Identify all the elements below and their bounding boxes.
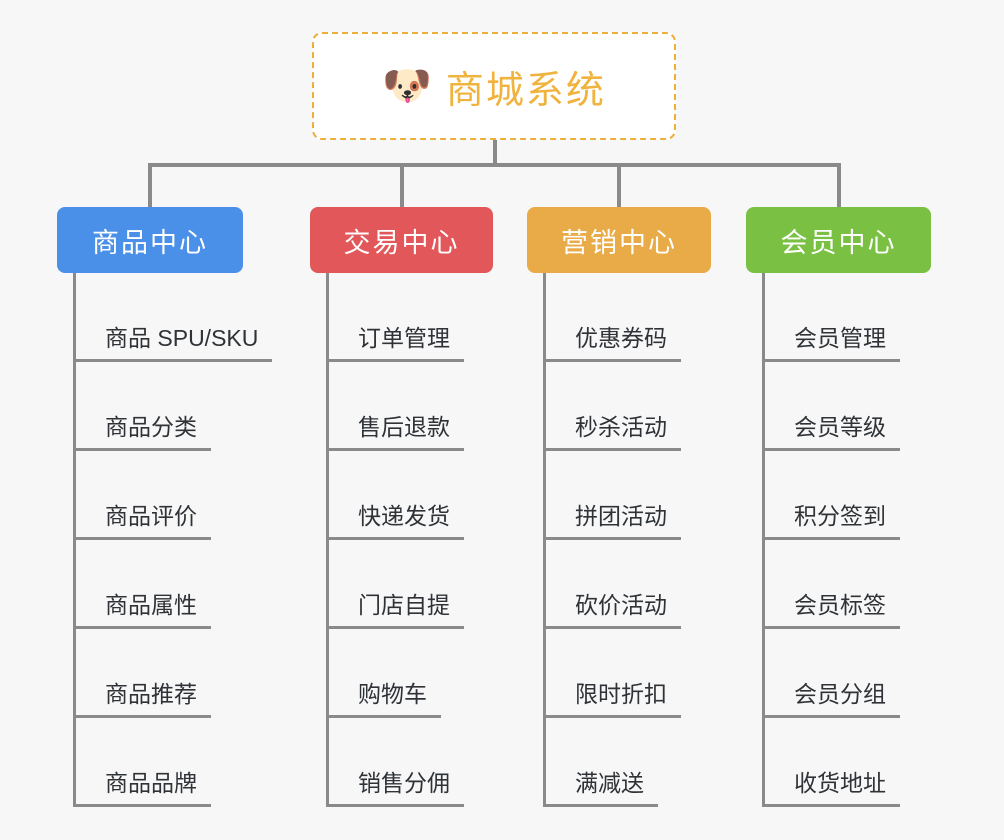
leaf-item[interactable]: 售后退款 [326,362,464,451]
category-label: 商品中心 [92,227,208,258]
leaf-item[interactable]: 满减送 [543,718,658,807]
leaf-item-label: 快递发货 [326,503,464,540]
category-marketing-center[interactable]: 营销中心 [527,207,711,273]
leaf-item-label: 商品品牌 [73,770,211,807]
category-label: 营销中心 [561,227,677,258]
leaf-item[interactable]: 秒杀活动 [543,362,681,451]
leaf-item[interactable]: 商品品牌 [73,718,211,807]
category-label: 会员中心 [780,227,897,258]
leaf-item[interactable]: 会员等级 [762,362,900,451]
leaf-item-label: 会员等级 [762,414,900,451]
spine-trade-center [326,273,329,807]
leaf-item[interactable]: 优惠券码 [543,273,681,362]
leaf-item[interactable]: 限时折扣 [543,629,681,718]
leaf-item-label: 商品 SPU/SKU [73,325,273,362]
leaf-item[interactable]: 商品属性 [73,540,211,629]
leaf-item[interactable]: 销售分佣 [326,718,464,807]
leaf-item-label: 会员标签 [762,592,900,629]
leaf-item-label: 砍价活动 [543,592,681,629]
leaf-item-label: 销售分佣 [326,770,464,807]
leaf-item-label: 商品评价 [73,503,211,540]
leaf-item[interactable]: 门店自提 [326,540,464,629]
column-marketing-center: 营销中心优惠券码秒杀活动拼团活动砍价活动限时折扣满减送 [527,207,711,807]
leaf-item-label: 收货地址 [762,770,900,807]
spine-marketing-center [543,273,546,807]
category-product-center[interactable]: 商品中心 [57,207,243,273]
leaf-item-label: 限时折扣 [543,681,681,718]
leaf-item-label: 订单管理 [326,325,464,362]
leaf-item[interactable]: 收货地址 [762,718,900,807]
horizontal-bus-connector [150,163,840,167]
column-trade-center: 交易中心订单管理售后退款快递发货门店自提购物车销售分佣 [310,207,493,807]
column-member-center: 会员中心会员管理会员等级积分签到会员标签会员分组收货地址 [746,207,931,807]
leaf-item[interactable]: 会员标签 [762,540,900,629]
spine-product-center [73,273,76,807]
leaf-item-label: 积分签到 [762,503,900,540]
category-member-center[interactable]: 会员中心 [746,207,931,273]
category-trade-center[interactable]: 交易中心 [310,207,493,273]
leaf-item[interactable]: 商品分类 [73,362,211,451]
leaf-item-label: 会员分组 [762,681,900,718]
leaf-item-label: 优惠券码 [543,325,681,362]
leaf-item-label: 会员管理 [762,325,900,362]
column-product-center: 商品中心商品 SPU/SKU 商品分类商品评价商品属性商品推荐商品品牌 [57,207,273,807]
spine-member-center [762,273,765,807]
leaf-item-label: 购物车 [326,681,441,718]
leaf-item[interactable]: 拼团活动 [543,451,681,540]
drop-connector-product-center [148,163,152,209]
drop-connector-member-center [836,163,841,209]
leaf-item[interactable]: 会员管理 [762,273,900,362]
drop-connector-marketing-center [617,163,621,209]
leaf-item[interactable]: 订单管理 [326,273,464,362]
leaf-item[interactable]: 商品推荐 [73,629,211,718]
leaf-item[interactable]: 商品 SPU/SKU [73,273,273,362]
leaf-item[interactable]: 商品评价 [73,451,211,540]
root-stem-connector [493,140,497,166]
leaf-item[interactable]: 砍价活动 [543,540,681,629]
leaf-item[interactable]: 购物车 [326,629,441,718]
category-label: 交易中心 [343,227,460,258]
shiba-dog-icon: 🐶 [382,64,432,108]
leaf-item-label: 商品分类 [73,414,211,451]
leaf-item[interactable]: 快递发货 [326,451,464,540]
leaf-item-label: 商品推荐 [73,681,211,718]
leaf-item-label: 秒杀活动 [543,414,681,451]
leaf-item[interactable]: 会员分组 [762,629,900,718]
leaf-item-label: 商品属性 [73,592,211,629]
leaf-item-label: 门店自提 [326,592,464,629]
leaf-item-label: 售后退款 [326,414,464,451]
leaf-item-label: 满减送 [543,770,658,807]
leaf-item[interactable]: 积分签到 [762,451,900,540]
drop-connector-trade-center [399,163,404,209]
root-title: 商城系统 [445,69,606,112]
leaf-item-label: 拼团活动 [543,503,681,540]
root-node[interactable]: 🐶 商城系统 [312,32,676,140]
